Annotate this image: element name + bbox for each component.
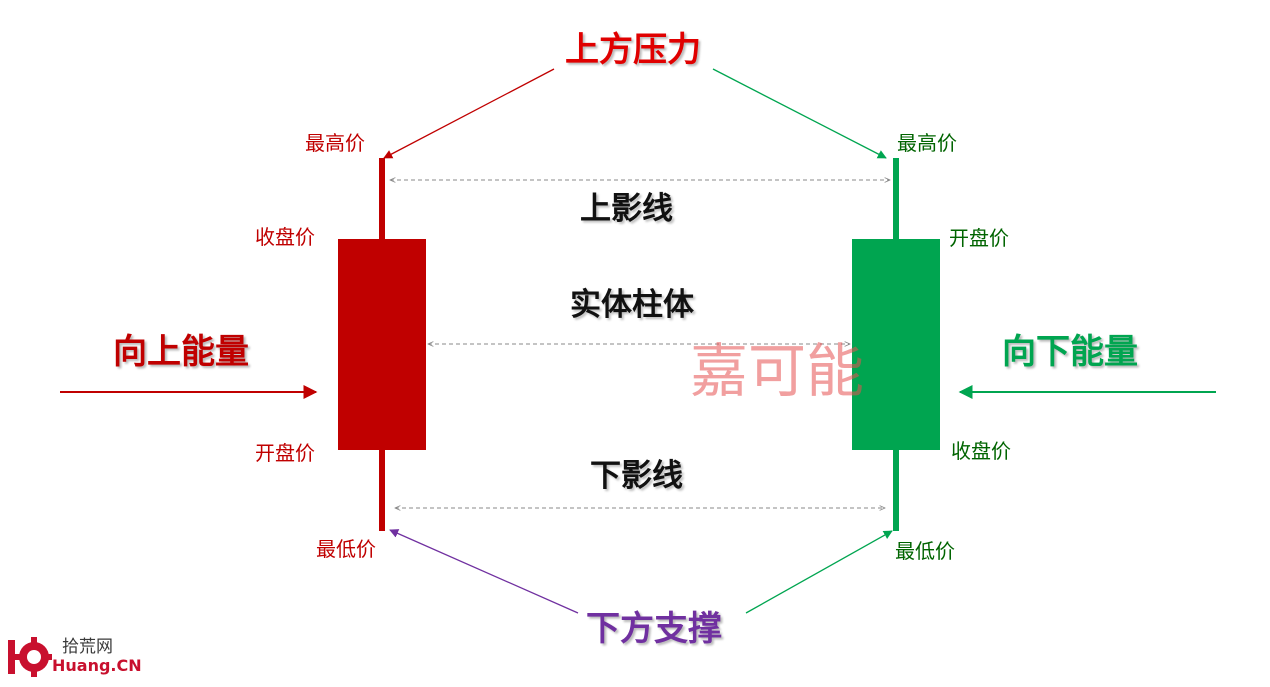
bear-close-price-label: 收盘价 (951, 439, 1011, 463)
bear-open-price-label: 开盘价 (949, 226, 1009, 250)
brand-logo: 拾荒网 Huang.CN (6, 632, 146, 680)
bull-high-price-label: 最高价 (305, 131, 365, 155)
bull-low-price-label: 最低价 (316, 537, 376, 561)
bearish-candle (852, 158, 940, 531)
lower-shadow-label: 下影线 (590, 458, 683, 494)
pressure-arrow-left (383, 68, 555, 159)
watermark-text: 嘉可能 (690, 337, 865, 405)
pressure-arrow-right (712, 68, 887, 159)
downward-energy-label: 向下能量 (1002, 332, 1138, 372)
bottom-support-label: 下方支撑 (586, 609, 722, 649)
bear-low-price-label: 最低价 (895, 539, 955, 563)
body-label: 实体柱体 (570, 287, 694, 323)
brand-name-cn: 拾荒网 (62, 637, 113, 657)
bull-open-price-label: 开盘价 (255, 441, 315, 465)
bear-high-price-label: 最高价 (897, 131, 957, 155)
upward-energy-label: 向上能量 (113, 332, 249, 372)
bullish-body (338, 239, 426, 450)
top-pressure-label: 上方压力 (565, 30, 701, 70)
upper-shadow-label: 上影线 (580, 191, 673, 227)
support-arrow-right (745, 530, 893, 614)
bull-close-price-label: 收盘价 (255, 225, 315, 249)
support-arrow-left (389, 529, 579, 614)
gear-icon (8, 637, 52, 677)
bullish-candle (338, 158, 426, 531)
bearish-body (852, 239, 940, 450)
brand-name-en: Huang.CN (52, 656, 142, 675)
